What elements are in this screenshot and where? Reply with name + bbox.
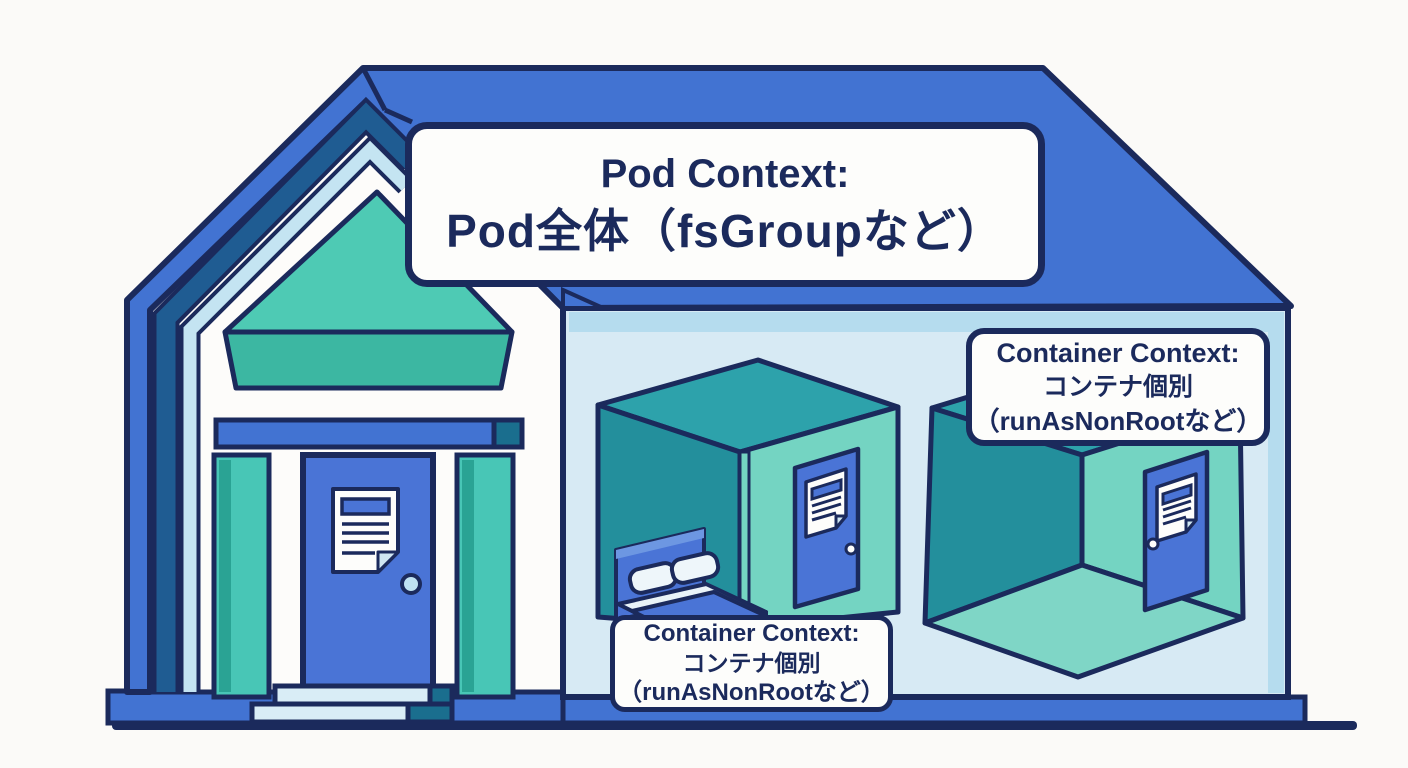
- pod-context-label-line2: Pod全体（fsGroupなど）: [446, 204, 1004, 257]
- gable-pediment: [222, 189, 515, 391]
- container-bottom-line3: （runAsNonRootなど）: [618, 678, 885, 706]
- container-right-line1: Container Context:: [996, 337, 1240, 368]
- bed-pillow-right: [669, 551, 721, 585]
- document-icon: [331, 487, 400, 574]
- pillar-right: [454, 452, 516, 700]
- pod-context-label: Pod Context: Pod全体（fsGroupなど）: [405, 122, 1045, 287]
- roof-band-edge-line: [383, 107, 414, 125]
- container-right-line3: （runAsNonRootなど）: [973, 406, 1263, 437]
- lintel-bar: [213, 417, 497, 450]
- container-bottom-line2: コンテナ個別: [682, 650, 821, 677]
- step-lower: [249, 701, 411, 725]
- dark-stripe: [156, 102, 419, 692]
- entry-steps: [249, 683, 455, 725]
- container-right-line2: コンテナ個別: [1042, 373, 1193, 402]
- door-knob: [1146, 537, 1160, 551]
- roof-cut-bevel: [561, 286, 604, 310]
- step-side-block-lower: [405, 701, 455, 725]
- document-icon: [804, 467, 848, 539]
- container-context-label-right: Container Context: コンテナ個別 （runAsNonRootな…: [966, 328, 1270, 446]
- document-icon: [1155, 472, 1198, 543]
- lintel-bar-end-block: [491, 417, 525, 450]
- container-bottom-line1: Container Context:: [643, 620, 860, 648]
- door-knob: [844, 542, 858, 556]
- pod-context-label-line1: Pod Context:: [600, 151, 850, 196]
- container-cube-middle: [595, 357, 901, 654]
- interior-ceiling-band: [569, 312, 1282, 332]
- pediment-front-band: [222, 329, 515, 391]
- front-door: [300, 452, 436, 691]
- door-knob: [400, 573, 422, 595]
- roof-apex-miter-line: [360, 66, 388, 112]
- step-upper: [272, 683, 433, 707]
- bed-headboard-highlight: [616, 529, 704, 559]
- interior-right-wall-strip: [1268, 312, 1284, 693]
- pillar-left: [211, 452, 272, 700]
- light-stripe: [183, 140, 411, 692]
- container-context-label-bottom: Container Context: コンテナ個別 （runAsNonRootな…: [610, 615, 893, 712]
- gable-stripes: [152, 96, 422, 692]
